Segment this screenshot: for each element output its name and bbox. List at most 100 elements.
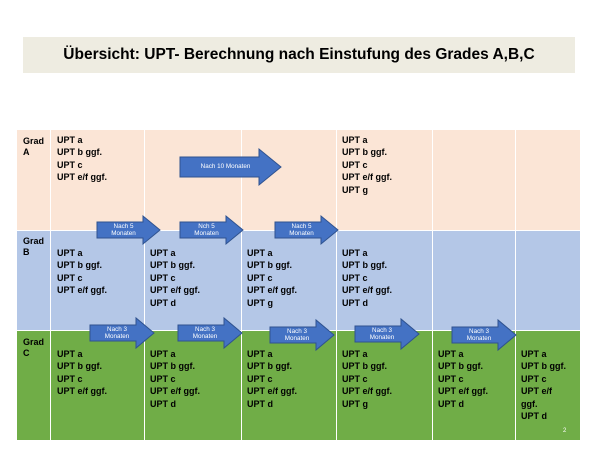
grade-c-band xyxy=(17,330,580,440)
arrow-grade-b-2: Nch 5 Monaten xyxy=(179,214,244,246)
arrow-grade-c-3: Nach 3 Monaten xyxy=(269,318,335,352)
upt-line: UPT c xyxy=(247,272,273,283)
upt-line: UPT d xyxy=(150,398,176,409)
upt-line: UPT e/f ggf. xyxy=(438,386,488,397)
upt-line: UPT a xyxy=(247,248,273,258)
upt-line: UPT b ggf. xyxy=(57,361,102,372)
upt-line: UPT c xyxy=(521,373,547,384)
upt-line: UPT d xyxy=(247,398,273,409)
arrow-label: Nach 3 Monaten xyxy=(284,327,310,343)
upt-line: UPT c xyxy=(150,373,176,384)
arrow-shape xyxy=(451,318,517,352)
arrow-shape xyxy=(274,214,339,246)
arrow-body xyxy=(269,318,335,352)
cell-grade-b-col4: UPT a UPT b ggf.UPT c UPT e/f ggf.UPT d xyxy=(342,247,392,309)
arrow-shape xyxy=(179,147,282,187)
upt-line: UPT d xyxy=(342,297,368,308)
grid-line xyxy=(336,130,337,440)
upt-line: UPT g xyxy=(342,398,368,409)
grid-line xyxy=(241,130,242,440)
slide-title: Übersicht: UPT- Berechnung nach Einstufu… xyxy=(23,37,575,73)
upt-line: UPT c xyxy=(57,272,83,283)
arrow-grade-b-3: Nach 5 Monaten xyxy=(274,214,339,246)
arrow-body xyxy=(354,317,420,351)
grid-line xyxy=(432,130,433,440)
grade-c-label: Grad C xyxy=(23,337,45,358)
upt-line: UPT g xyxy=(247,297,273,308)
arrow-grade-c-1: Nach 3 Monaten xyxy=(89,316,155,350)
arrow-label: Nach 3 Monaten xyxy=(466,327,492,343)
upt-line: UPT b ggf. xyxy=(342,260,387,271)
arrow-grade-c-5: Nach 3 Monaten xyxy=(451,318,517,352)
upt-line: UPT a xyxy=(438,349,464,359)
upt-line: UPT b ggf. xyxy=(57,260,102,271)
grade-a-label: Grad A xyxy=(23,136,45,157)
upt-line: UPT a xyxy=(57,349,83,359)
upt-line: ggf. xyxy=(521,398,538,409)
cell-grade-c-col3: UPT a UPT b ggf.UPT c UPT e/f ggf.UPT d xyxy=(247,348,297,410)
upt-line: UPT b ggf. xyxy=(438,361,483,372)
arrow-label: Nach 5 Monaten xyxy=(289,222,314,238)
arrow-label: Nach 10 Monaten xyxy=(200,163,251,171)
upt-line: UPT a xyxy=(57,135,83,145)
arrow-label: Nach 5 Monaten xyxy=(111,222,136,238)
arrow-label: Nch 5 Monaten xyxy=(194,222,219,238)
upt-line: UPT c xyxy=(438,373,464,384)
upt-line: UPT c xyxy=(57,373,83,384)
arrow-grade-c-2: Nach 3 Monaten xyxy=(177,316,243,350)
upt-line: UPT e/f ggf. xyxy=(247,386,297,397)
arrow-grade-a: Nach 10 Monaten xyxy=(179,147,282,187)
upt-line: UPT e/f ggf. xyxy=(150,386,200,397)
upt-line: UPT e/f ggf. xyxy=(57,172,107,183)
upt-line: UPT c xyxy=(247,373,273,384)
grade-b-label: Grad B xyxy=(23,236,45,257)
upt-line: UPT b ggf. xyxy=(247,361,292,372)
upt-line: UPT c xyxy=(150,272,176,283)
arrow-shape xyxy=(269,318,335,352)
arrow-grade-c-4: Nach 3 Monaten xyxy=(354,317,420,351)
upt-line: UPT a xyxy=(342,135,368,145)
arrow-body xyxy=(89,316,155,350)
upt-line: UPT b ggf. xyxy=(521,361,566,372)
arrow-grade-b-1: Nach 5 Monaten xyxy=(96,214,161,246)
upt-line: UPT e/f ggf. xyxy=(247,285,297,296)
upt-line: UPT e/f ggf. xyxy=(342,172,392,183)
upt-line: UPT c xyxy=(57,159,83,170)
arrow-body xyxy=(274,214,339,246)
arrow-shape xyxy=(96,214,161,246)
upt-line: UPT d xyxy=(150,297,176,308)
upt-line: UPT e/f ggf. xyxy=(57,386,107,397)
upt-line: UPT e/f xyxy=(521,386,553,397)
arrow-label: Nach 3 Monaten xyxy=(369,326,395,342)
upt-line: UPT e/f ggf. xyxy=(150,285,200,296)
upt-line: UPT b ggf. xyxy=(342,147,387,158)
arrow-shape xyxy=(354,317,420,351)
upt-line: UPT a xyxy=(521,349,547,359)
upt-line: UPT c xyxy=(342,159,368,170)
upt-line: UPT e/f ggf. xyxy=(342,285,392,296)
arrow-body xyxy=(179,214,244,246)
upt-line: UPT a xyxy=(342,248,368,258)
upt-line: UPT e/f ggf. xyxy=(57,285,107,296)
cell-grade-c-col1: UPT a UPT b ggf.UPT c UPT e/f ggf. xyxy=(57,348,107,398)
arrow-shape xyxy=(89,316,155,350)
grid-line xyxy=(50,130,51,440)
upt-line: UPT b ggf. xyxy=(342,361,387,372)
arrow-body xyxy=(96,214,161,246)
upt-line: UPT b ggf. xyxy=(150,260,195,271)
arrow-body xyxy=(179,147,282,187)
upt-line: UPT b ggf. xyxy=(150,361,195,372)
grid-line xyxy=(515,130,516,440)
arrow-body xyxy=(177,316,243,350)
upt-line: UPT a xyxy=(342,349,368,359)
upt-line: UPT c xyxy=(342,272,368,283)
upt-line: UPT e/f ggf. xyxy=(342,386,392,397)
upt-line: UPT a xyxy=(247,349,273,359)
